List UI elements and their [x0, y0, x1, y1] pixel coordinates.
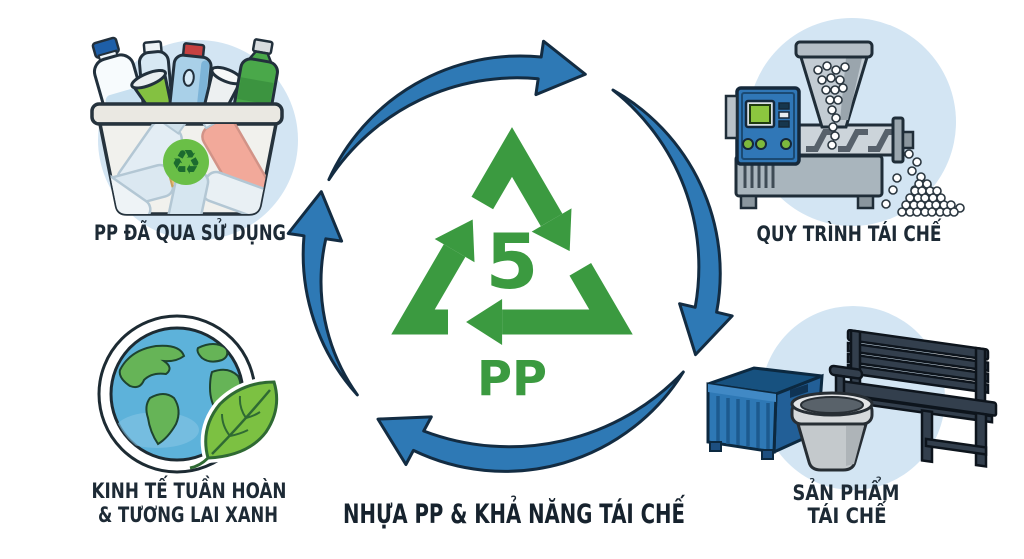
earth-globe-with-leaf-icon — [97, 314, 282, 474]
plastic-extruder-machine-icon — [724, 40, 965, 217]
triangle-arrowhead — [434, 219, 475, 263]
flower-pot-icon — [790, 391, 874, 472]
globe-continents — [115, 343, 242, 448]
resin-code-5-pp-triangle-icon: 5 PP — [391, 127, 633, 407]
cycle-arrows — [286, 39, 734, 473]
recycle-triangle-arrows — [391, 127, 633, 335]
node-label-economy-line2: & TƯƠNG LAI XANH — [98, 503, 278, 527]
cycle-arrow-bottom — [376, 370, 685, 473]
node-recycling-process: QUY TRÌNH TÁI CHẾ — [724, 18, 965, 246]
material-abbr: PP — [477, 351, 547, 407]
machine-button — [780, 138, 792, 150]
triangle-arrowhead — [531, 208, 572, 252]
node-label-used-pp: PP ĐÃ QUA SỬ DỤNG — [94, 218, 286, 245]
node-used-pp: ♻ PP ĐÃ QUA SỬ DỤNG — [90, 36, 298, 245]
pellet-output — [881, 149, 965, 217]
machine-button — [755, 138, 767, 150]
triangle-arrowhead — [466, 299, 503, 345]
node-label-products-line2: TÁI CHẾ — [808, 500, 888, 528]
machine-screen — [749, 104, 771, 124]
resin-code-number: 5 — [486, 217, 539, 306]
node-label-recycling-process: QUY TRÌNH TÁI CHẾ — [757, 218, 943, 246]
basket-of-used-pp-bottles-icon: ♻ — [90, 36, 284, 216]
hopper-pellets — [813, 61, 850, 150]
node-recycled-products: SẢN PHẨM TÁI CHẾ — [706, 306, 998, 528]
basket-rim — [90, 102, 284, 126]
crate-pot-bench-products-icon — [706, 328, 998, 472]
cycle-arrow-right — [611, 88, 734, 357]
caption: NHỰA PP & KHẢ NĂNG TÁI CHẾ — [343, 495, 685, 530]
node-circular-economy: KINH TẾ TUẦN HOÀN & TƯƠNG LAI XANH — [92, 314, 287, 527]
leaf-icon — [204, 380, 279, 460]
node-label-economy-line1: KINH TẾ TUẦN HOÀN — [92, 475, 287, 503]
basket-contents — [100, 124, 275, 214]
cycle-arrow-left — [286, 190, 359, 397]
machine-button — [742, 138, 754, 150]
recycle-badge — [163, 139, 209, 185]
cycle-arrow-top — [327, 39, 587, 182]
recycle-badge-icon: ♻ — [171, 143, 201, 183]
node-label-products-line1: SẢN PHẨM — [793, 477, 900, 505]
bench-icon — [828, 328, 998, 468]
